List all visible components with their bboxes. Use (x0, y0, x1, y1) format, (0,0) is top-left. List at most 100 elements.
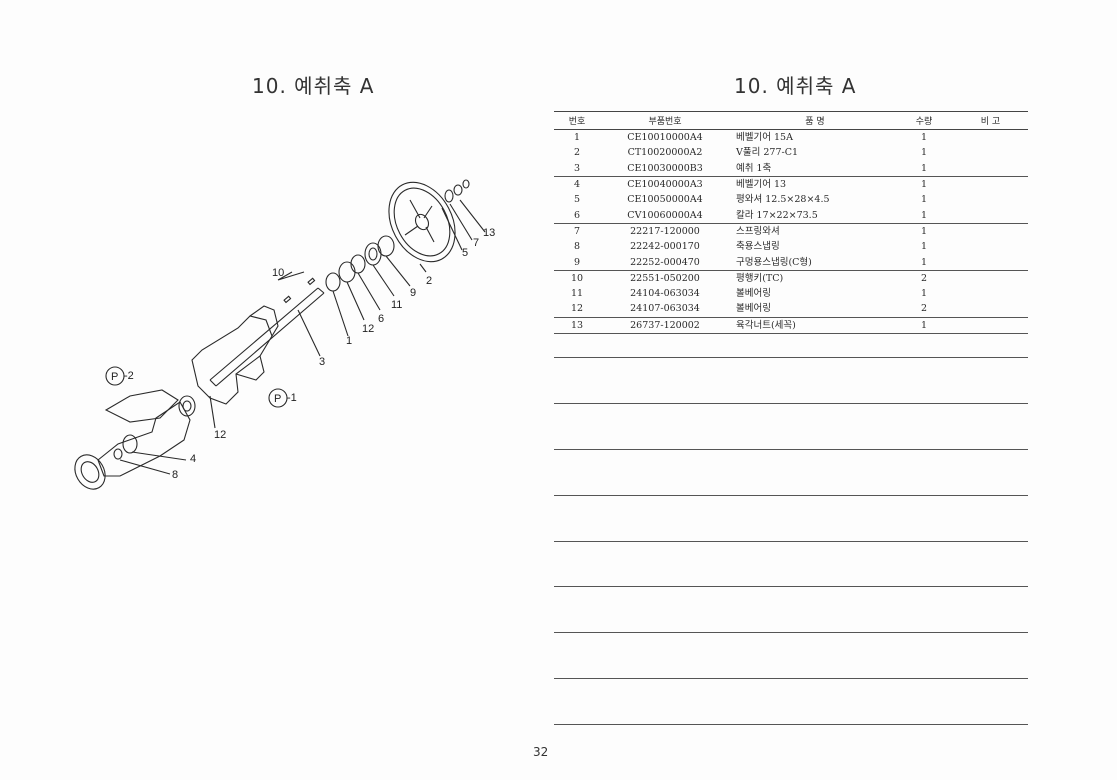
blank-ruled-line (554, 449, 1028, 450)
row-note (953, 192, 1028, 207)
blank-ruled-line (554, 724, 1028, 725)
row-note (953, 161, 1028, 177)
row-no: 4 (554, 175, 600, 193)
row-part-name: 칼라 17×22×73.5 (736, 209, 818, 221)
header-quantity: 수량 (895, 111, 953, 130)
washer-part (444, 189, 454, 203)
row-note (953, 254, 1028, 270)
row-part-number: CT10020000A2 (627, 147, 703, 159)
table-row: 12 24107-063034 볼베어링 2 (554, 301, 1028, 317)
ref-label-p2: P (111, 371, 118, 383)
blank-ruled-line (554, 403, 1028, 404)
row-quantity: 1 (920, 132, 928, 144)
row-part-number: 22551-050200 (600, 269, 730, 286)
row-part-name: 볼베어링 (736, 288, 771, 300)
spring-washer-part (462, 179, 470, 189)
ref-circle-p1 (268, 388, 288, 408)
row-no: 7 (554, 222, 600, 240)
row-part-name: 볼베어링 (736, 303, 771, 315)
callout-3: 3 (319, 356, 325, 368)
row-note (953, 175, 1028, 193)
row-part-name: 평와셔 12.5×28×4.5 (736, 194, 830, 206)
callout-13: 13 (483, 227, 495, 239)
row-part-name: 예취 1축 (736, 162, 772, 174)
bearing-part-11 (364, 242, 382, 266)
gear-housing (191, 315, 273, 405)
row-note (953, 222, 1028, 240)
row-note (953, 130, 1028, 146)
callout-1: 1 (346, 335, 352, 347)
row-part-number: 26737-120002 (600, 316, 730, 334)
right-page-title: 10. 예취축 A (734, 74, 857, 98)
row-part-name: 육각너트(세꼭) (730, 316, 895, 334)
snap-ring-part (377, 235, 395, 257)
row-part-name: 스프링와셔 (730, 222, 895, 240)
lower-casing (97, 401, 191, 477)
row-quantity: 1 (895, 316, 953, 334)
row-part-number: 22217-120000 (600, 222, 730, 240)
callout-12-upper: 12 (362, 323, 374, 335)
callout-7: 7 (473, 237, 479, 249)
row-no: 8 (573, 241, 581, 253)
row-quantity: 1 (920, 241, 928, 253)
row-no: 1 (573, 132, 581, 144)
bevel-gear-part-1 (325, 272, 341, 292)
row-no: 6 (573, 209, 581, 221)
callout-4: 4 (190, 453, 196, 465)
blank-ruled-line (554, 357, 1028, 358)
v-pulley-part (388, 181, 456, 263)
row-no: 10 (554, 269, 600, 286)
page-number: 32 (533, 745, 549, 759)
row-no: 12 (570, 303, 584, 315)
row-no: 5 (573, 194, 581, 206)
bearing-part-12b (178, 395, 196, 417)
row-part-number: 24107-063034 (630, 303, 700, 315)
row-part-name: 베벨기어 15A (736, 132, 793, 144)
table-header-row: 번호 부품번호 품 명 수량 비 고 (554, 111, 1028, 130)
row-part-number: 24104-063034 (630, 288, 700, 300)
row-quantity: 2 (895, 269, 953, 286)
blank-ruled-line (554, 632, 1028, 633)
row-no: 13 (554, 316, 600, 334)
ref-suffix-p1: -1 (287, 392, 297, 404)
callout-2: 2 (426, 275, 432, 287)
row-note (953, 301, 1028, 317)
row-quantity: 1 (895, 222, 953, 240)
key-part-a (307, 277, 316, 286)
row-quantity: 2 (920, 303, 928, 315)
callout-8: 8 (172, 469, 178, 481)
row-no: 11 (570, 288, 584, 300)
row-note (953, 145, 1028, 160)
row-no: 2 (573, 147, 581, 159)
row-part-number: CE10050000A4 (627, 194, 703, 206)
row-note (953, 239, 1028, 254)
bevel-gear-part-4 (122, 434, 138, 454)
row-note (953, 269, 1028, 286)
shaft-part (209, 287, 325, 387)
row-quantity: 1 (920, 256, 928, 268)
header-part-name: 품 명 (730, 111, 895, 130)
row-note (953, 286, 1028, 301)
ref-label-p1: P (274, 393, 281, 405)
callout-5: 5 (462, 247, 468, 259)
blank-ruled-line (554, 678, 1028, 679)
callout-11: 11 (391, 299, 402, 311)
callout-9: 9 (410, 287, 416, 299)
blank-ruled-line (554, 495, 1028, 496)
blank-ruled-line (554, 586, 1028, 587)
blank-ruled-line (554, 541, 1028, 542)
row-no: 9 (573, 256, 581, 268)
callout-6: 6 (378, 313, 384, 325)
row-part-number: CE10040000A3 (600, 175, 730, 193)
row-part-name: 평행키(TC) (730, 269, 895, 286)
